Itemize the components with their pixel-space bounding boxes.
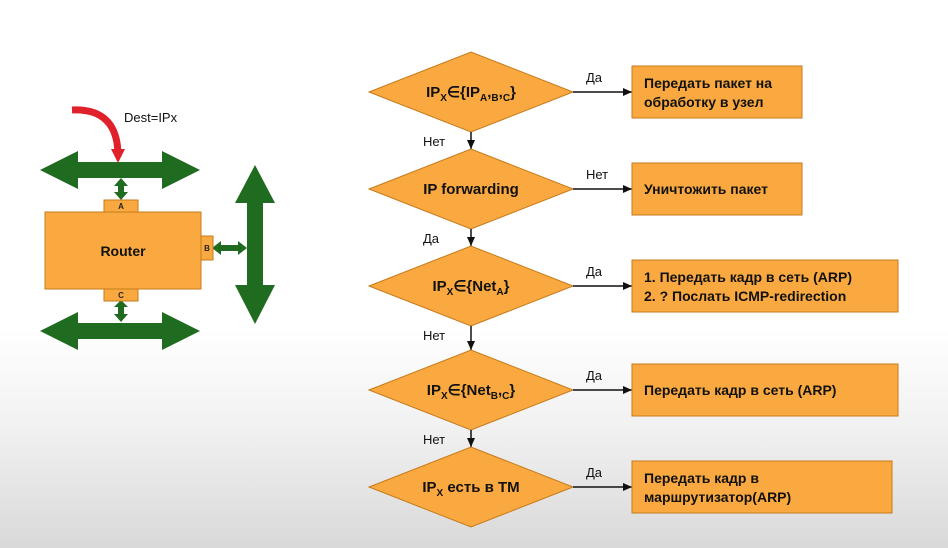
decision-label-3: IPX∈{NetA}	[432, 278, 509, 298]
port-c	[103, 288, 139, 302]
router-label: Router	[100, 243, 146, 259]
down-edge-label-1: Нет	[423, 134, 445, 149]
port-a	[103, 199, 139, 213]
action-text-2-1: Уничтожить пакет	[644, 181, 768, 197]
decision-flow: IPX∈{IPA,B,C} Передать пакет на обработку …	[367, 51, 899, 528]
right-edge-label-1: Да	[586, 70, 603, 85]
network-arrow-right	[235, 165, 275, 324]
action-box-2	[631, 162, 803, 216]
decision-label-5: IPX есть в ТМ	[422, 479, 519, 499]
down-edge-label-4: Нет	[423, 432, 445, 447]
right-edge-label-2: Нет	[586, 167, 608, 182]
action-box-4	[631, 363, 899, 417]
network-arrow-bottom	[40, 312, 200, 350]
action-text-1-2: обработку в узел	[644, 94, 763, 110]
dest-label: Dest=IPx	[124, 110, 178, 125]
decision-label-4: IPX∈{NetB,C}	[427, 382, 516, 402]
down-edge-label-2: Да	[423, 231, 440, 246]
right-edge-label-4: Да	[586, 368, 603, 383]
port-b-label: B	[204, 244, 210, 253]
action-text-5-1: Передать кадр в	[644, 470, 759, 486]
right-edge-label-3: Да	[586, 264, 603, 279]
right-edge-label-5: Да	[586, 465, 603, 480]
network-arrow-top	[40, 151, 200, 189]
port-c-link-arrow	[114, 300, 128, 322]
decision-label-2: IP forwarding	[423, 181, 519, 198]
down-edge-label-3: Нет	[423, 328, 445, 343]
action-text-3-2: 2. ? Послать ICMP-redirection	[644, 288, 846, 304]
action-text-4-1: Передать кадр в сеть (ARP)	[644, 382, 836, 398]
decision-label-1: IPX∈{IPA,B,C}	[426, 84, 516, 104]
port-c-label: C	[118, 291, 124, 300]
port-a-label: A	[118, 202, 124, 211]
incoming-packet-arrow	[71, 106, 125, 163]
action-box-3	[631, 259, 899, 313]
port-b-link-arrow	[212, 241, 247, 255]
action-box-5	[631, 460, 893, 514]
action-text-3-1: 1. Передать кадр в сеть (ARP)	[644, 269, 852, 285]
port-b	[200, 235, 214, 261]
port-a-link-arrow	[114, 178, 128, 200]
action-box-1	[631, 65, 803, 119]
action-text-5-2: маршрутизатор(ARP)	[644, 489, 791, 505]
router-illustration: Router A B C Dest=IPx	[40, 106, 275, 350]
action-text-1-1: Передать пакет на	[644, 75, 772, 91]
